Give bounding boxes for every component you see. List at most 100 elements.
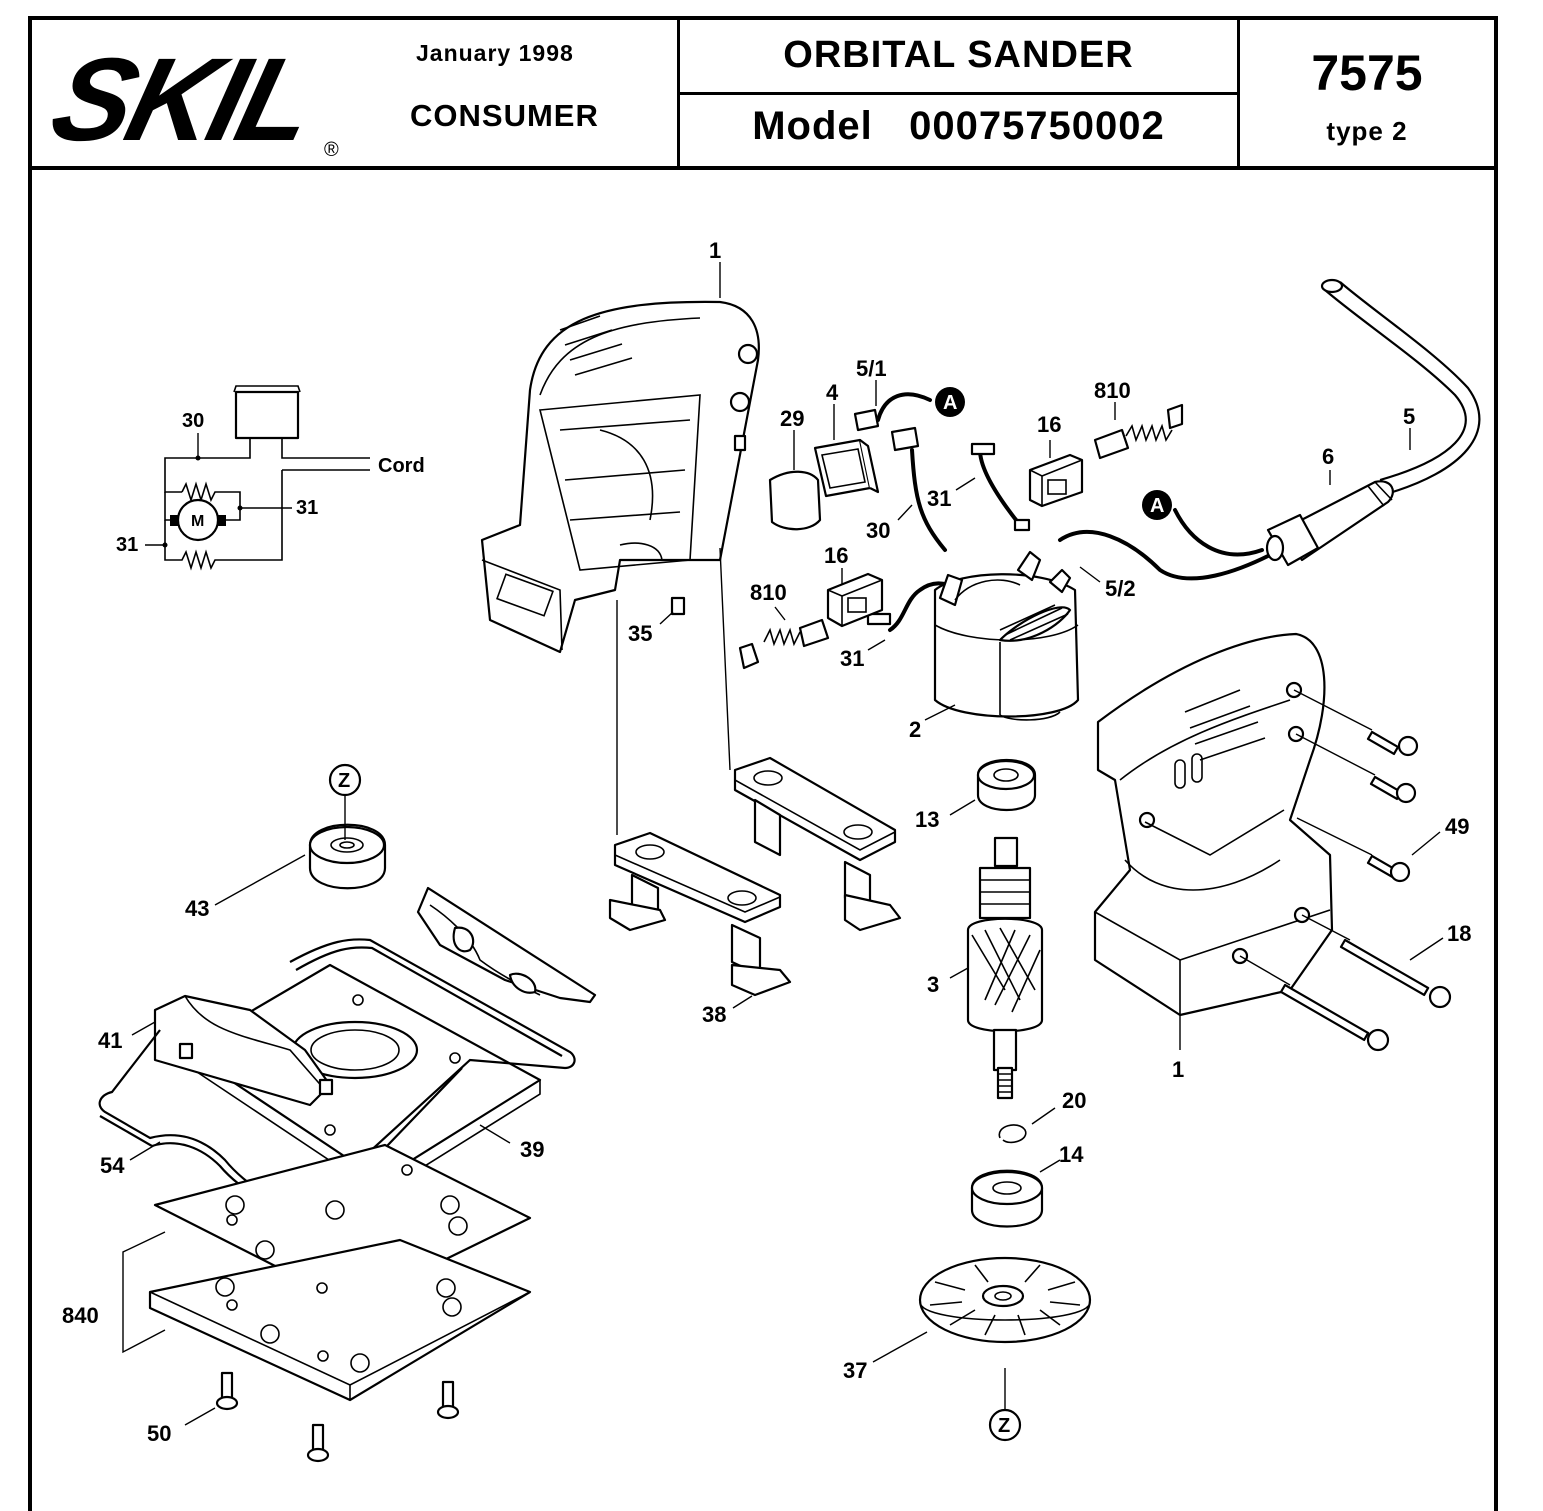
callout-lead-31-mid: 31 — [840, 646, 864, 671]
callout-switch: 4 — [826, 380, 839, 405]
callout-cord-protector: 6 — [1322, 444, 1334, 469]
product-category: CONSUMER — [410, 98, 599, 133]
pad-screws-50 — [215, 1371, 460, 1463]
svg-text:A: A — [943, 392, 957, 414]
brand-cell: SKIL ® January 1998 CONSUMER — [32, 20, 680, 166]
callout-fan: 37 — [843, 1358, 867, 1383]
carbon-brush-top — [1093, 403, 1184, 460]
callout-armature: 3 — [927, 972, 939, 997]
clamp-plate-41 — [153, 994, 334, 1107]
callout-pin: 35 — [628, 621, 652, 646]
pin-35-icon — [670, 596, 686, 616]
housing-screws — [1239, 689, 1452, 1052]
bearing-13-icon — [976, 758, 1037, 812]
callout-labels: 1 5/1 4 29 810 16 5 6 31 30 16 810 5/2 3… — [62, 238, 1471, 1446]
callout-holder-top: 16 — [1037, 412, 1061, 437]
resistor-top-icon — [181, 481, 241, 521]
pad-set-840-icon — [122, 1143, 532, 1402]
screw-short-3 — [1366, 854, 1411, 883]
wiring-schematic: M Cord 30 31 31 — [116, 385, 425, 571]
wiring-callout-31-left: 31 — [116, 534, 138, 556]
callout-cord: 5 — [1403, 404, 1415, 429]
fan-icon — [918, 1256, 1092, 1344]
wiring-callout-30: 30 — [182, 410, 204, 432]
switch-assembly — [768, 408, 920, 531]
model-label: Model — [752, 104, 873, 148]
callout-screw-50: 50 — [147, 1421, 171, 1446]
model-type: type 2 — [1326, 116, 1408, 146]
circlip-icon — [998, 1124, 1027, 1144]
carbon-brush-mid — [738, 618, 830, 670]
screw-long-2 — [1279, 983, 1390, 1052]
callout-clamp-41: 41 — [98, 1028, 122, 1053]
callout-pad-set: 840 — [62, 1303, 99, 1328]
model-row: Model 00075750002 — [680, 104, 1237, 149]
housing-half-top — [480, 300, 760, 654]
lead-30-wire — [910, 448, 947, 552]
switch-button-icon — [768, 470, 822, 531]
title-cell: ORBITAL SANDER Model 00075750002 — [680, 20, 1240, 166]
lead-5-2-wire — [1058, 530, 1272, 581]
motor-label: M — [191, 513, 204, 530]
motor-symbol-icon — [176, 498, 220, 542]
callout-bearing-13: 13 — [915, 807, 939, 832]
connector-a-cord: A — [1142, 490, 1172, 520]
model-code: 00075750002 — [909, 104, 1165, 148]
issue-date: January 1998 — [416, 40, 574, 66]
model-number: 7575 — [1311, 45, 1423, 101]
callout-lead-31-top: 31 — [927, 486, 951, 511]
bearing-14-icon — [970, 1169, 1044, 1228]
clamp-41-icon — [416, 886, 597, 1004]
product-title: ORBITAL SANDER — [783, 34, 1134, 76]
svg-text:Z: Z — [338, 770, 350, 792]
callout-screw-49: 49 — [1445, 814, 1469, 839]
callout-lead-5-1: 5/1 — [856, 356, 887, 381]
callout-housing-top: 1 — [709, 238, 721, 263]
registered-mark: ® — [324, 139, 339, 161]
lead-5-1-wire — [876, 392, 932, 422]
callout-holder-mid: 16 — [824, 543, 848, 568]
callout-support: 38 — [702, 1002, 726, 1027]
lead-a-wire — [1173, 508, 1264, 557]
callout-wire-clamp: 54 — [100, 1153, 125, 1178]
title-divider — [680, 92, 1237, 95]
screw-short-2 — [1369, 775, 1417, 804]
brand-wordmark: SKIL — [42, 35, 325, 163]
callout-housing-bottom: 1 — [1172, 1057, 1184, 1082]
switch-symbol-icon — [234, 390, 300, 440]
callout-screw-18: 18 — [1447, 921, 1471, 946]
cord-label: Cord — [378, 455, 425, 477]
support-38-front — [608, 831, 792, 997]
lead-31-top-wire — [978, 448, 1022, 527]
resistor-bottom-icon — [164, 520, 228, 571]
callout-bearing-14: 14 — [1059, 1142, 1084, 1167]
support-38-rear — [733, 756, 902, 932]
brush-holder-mid — [826, 572, 884, 628]
connector-z-top: Z — [328, 763, 362, 840]
callout-stator: 2 — [909, 717, 921, 742]
leader-lines — [129, 262, 1444, 1426]
callout-plate: 39 — [520, 1137, 544, 1162]
callout-lead-5-2: 5/2 — [1105, 576, 1136, 601]
callout-brush-mid: 810 — [750, 580, 787, 605]
title-block: SKIL ® January 1998 CONSUMER ORBITAL SAN… — [32, 20, 1494, 170]
connector-a-top: A — [935, 387, 965, 417]
wiring-callout-31-right: 31 — [296, 497, 318, 519]
callout-circlip: 20 — [1062, 1088, 1086, 1113]
svg-text:Z: Z — [998, 1415, 1010, 1437]
connector-z-bottom: Z — [988, 1368, 1022, 1442]
callout-brush-top: 810 — [1094, 378, 1131, 403]
screw-short-1 — [1366, 730, 1419, 757]
callout-bearing-43: 43 — [185, 896, 209, 921]
power-cord — [1265, 278, 1481, 567]
armature-icon — [966, 836, 1044, 1100]
callout-switch-button: 29 — [780, 406, 804, 431]
brush-holder-top — [1028, 453, 1084, 508]
screw-long-1 — [1339, 938, 1452, 1009]
stator-icon — [933, 550, 1080, 721]
parts-sheet: SKIL ® January 1998 CONSUMER ORBITAL SAN… — [28, 16, 1498, 1511]
svg-text:A: A — [1150, 495, 1164, 517]
bearing-43-icon — [308, 823, 387, 890]
housing-half-bottom — [1093, 632, 1334, 1017]
